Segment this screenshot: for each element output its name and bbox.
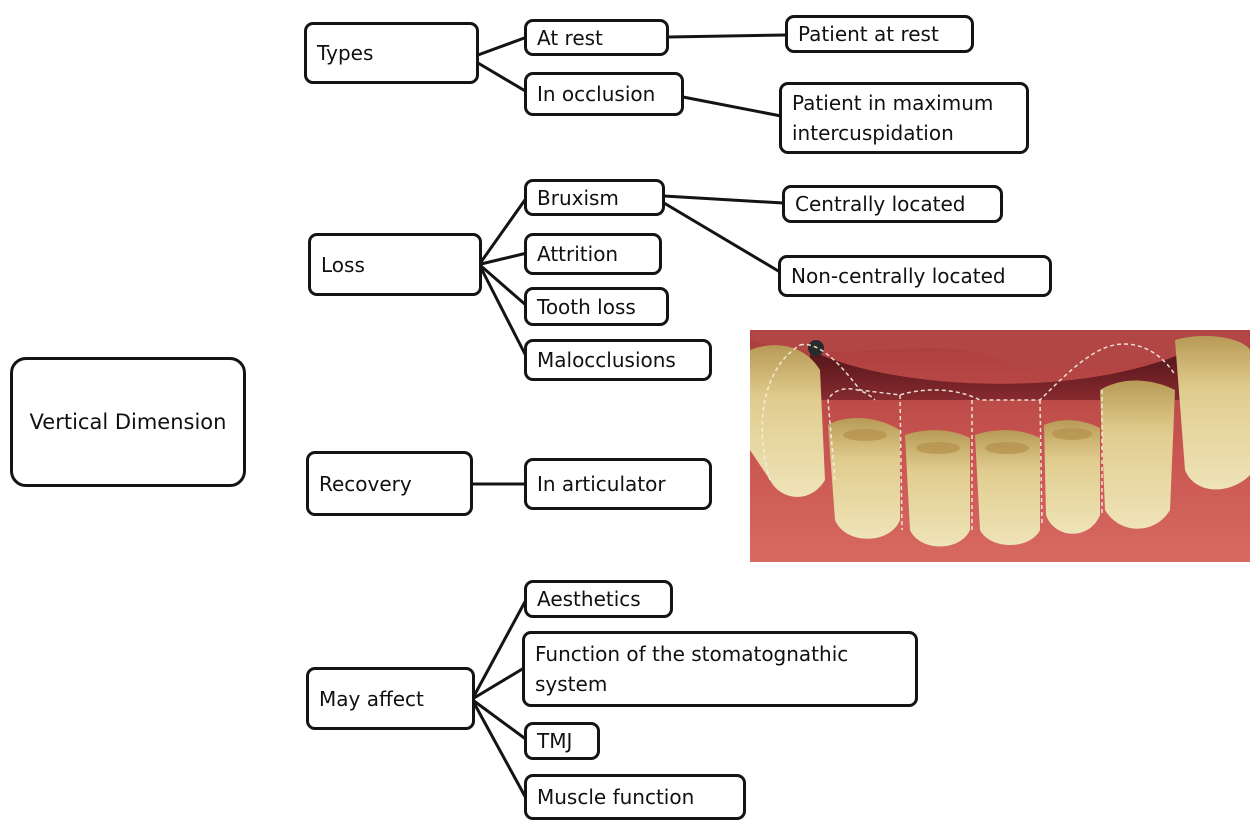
node-centrally-located: Centrally located [782, 185, 1003, 223]
node-patient-max-intercuspidation: Patient in maximum intercuspidation [779, 82, 1029, 154]
node-patient-at-rest: Patient at rest [785, 15, 974, 53]
node-recovery: Recovery [306, 451, 473, 516]
node-aesthetics: Aesthetics [524, 580, 673, 618]
connector-in-occlusion-detail [683, 97, 781, 116]
node-loss: Loss [308, 233, 482, 296]
node-tooth-loss: Tooth loss [524, 287, 669, 326]
root-node-vertical-dimension: Vertical Dimension [10, 357, 246, 487]
connector-bruxism-central [664, 196, 783, 203]
node-at-rest: At rest [524, 19, 669, 56]
connector-loss-tooth-loss [481, 266, 527, 306]
connector-bruxism-noncentral [664, 203, 780, 272]
node-attrition: Attrition [524, 233, 662, 275]
connector-affect-muscle [474, 703, 527, 800]
connector-at-rest-detail [668, 35, 786, 37]
node-types: Types [304, 22, 479, 84]
worn-teeth-illustration [750, 330, 1250, 562]
worn-teeth-photo [750, 330, 1250, 562]
connector-types-at-rest [478, 37, 527, 55]
node-muscle-function: Muscle function [524, 774, 746, 820]
connector-types-in-occlusion [478, 63, 527, 92]
node-in-occlusion: In occlusion [524, 72, 684, 116]
node-in-articulator: In articulator [524, 458, 712, 510]
node-tmj: TMJ [524, 722, 600, 760]
node-malocclusions: Malocclusions [524, 339, 712, 381]
node-stomatognathic-function: Function of the stomatognathic system [522, 631, 918, 707]
node-bruxism: Bruxism [524, 179, 665, 216]
connector-loss-bruxism [481, 197, 527, 262]
node-may-affect: May affect [306, 667, 475, 730]
connector-loss-malocclusions [481, 268, 527, 358]
node-non-centrally-located: Non-centrally located [778, 255, 1052, 297]
